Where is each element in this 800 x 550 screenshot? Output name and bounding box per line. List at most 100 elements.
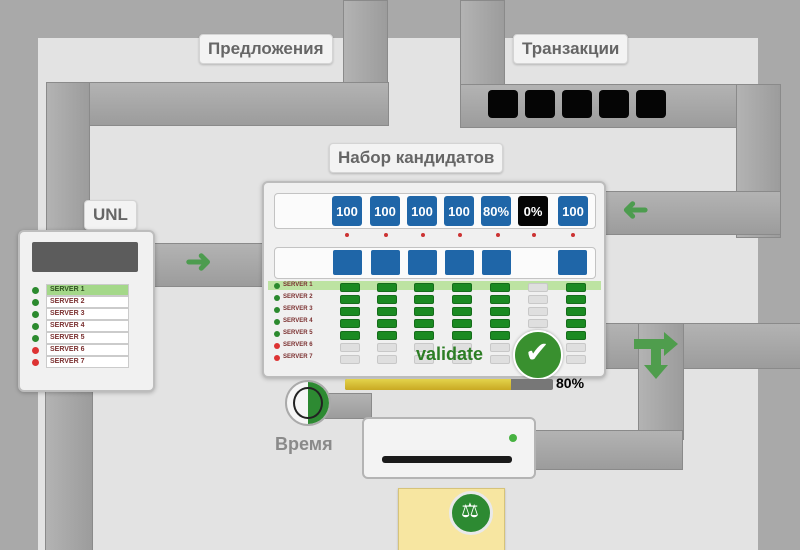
candidate-block [371, 250, 400, 275]
server-name: SERVER 7 [46, 356, 129, 368]
clock-icon [285, 380, 331, 426]
validation-bar-green [377, 283, 397, 292]
server-name: SERVER 6 [46, 344, 129, 356]
server-row: SERVER 2 [32, 296, 129, 308]
server-row: SERVER 1 [32, 284, 129, 296]
server-row: SERVER 4 [32, 320, 129, 332]
validation-bar-green [490, 283, 510, 292]
validation-bar-green [566, 283, 586, 292]
validation-bar-green [566, 307, 586, 316]
transactions-label: Транзакции [513, 34, 629, 64]
server-row: SERVER 5 [32, 332, 129, 344]
candidate-percent: 0% [518, 196, 548, 226]
validation-bar-empty [566, 355, 586, 364]
active-server-highlight [268, 281, 601, 290]
candidate-block [482, 250, 511, 275]
unl-screen [32, 242, 138, 272]
validation-bar-green [340, 283, 360, 292]
device-slot [382, 456, 512, 463]
validation-bar-empty [452, 343, 472, 352]
grid-status-dot [274, 295, 280, 301]
unl-panel: SERVER 1 SERVER 2 SERVER 3 SERVER 4 SERV… [18, 230, 155, 392]
validation-bar-empty [490, 355, 510, 364]
status-dot [458, 233, 462, 237]
validation-bar-empty [490, 343, 510, 352]
validation-bar-green [377, 307, 397, 316]
validation-bar-green [340, 319, 360, 328]
status-dot [532, 233, 536, 237]
progress-percent: 80% [556, 375, 585, 391]
candidate-set-label: Набор кандидатов [329, 143, 504, 173]
device-indicator [509, 434, 517, 442]
validation-bar-green [452, 295, 472, 304]
pipe-unl-down [45, 388, 93, 550]
status-dot [421, 233, 425, 237]
grid-server-name: SERVER 4 [283, 318, 313, 324]
grid-status-dot [274, 307, 280, 313]
validation-bar-green [566, 331, 586, 340]
validation-bar-empty [566, 343, 586, 352]
validation-bar-empty [414, 355, 434, 364]
server-list: SERVER 1 SERVER 2 SERVER 3 SERVER 4 SERV… [32, 284, 129, 368]
progress-fill [345, 379, 512, 390]
validation-bar-green [377, 295, 397, 304]
validation-bar-green [566, 295, 586, 304]
grid-server-name: SERVER 6 [283, 342, 313, 348]
grid-server-name: SERVER 5 [283, 330, 313, 336]
server-status-dot [32, 346, 39, 354]
validation-bar-empty [528, 307, 548, 316]
grid-status-dot [274, 355, 280, 361]
server-name: SERVER 2 [46, 296, 129, 308]
grid-server-name: SERVER 7 [283, 354, 313, 360]
server-name: SERVER 1 [46, 284, 129, 296]
validation-bar-green [566, 319, 586, 328]
validation-bar-empty [452, 355, 472, 364]
candidate-block [558, 250, 587, 275]
validation-bar-green [377, 331, 397, 340]
pipe-offers-horizontal [46, 82, 389, 126]
arrow-right-icon: ➜ [185, 243, 212, 279]
arrow-left-icon: ➜ [622, 191, 649, 227]
candidate-percent: 100 [444, 196, 474, 226]
grid-server-name: SERVER 1 [283, 282, 313, 288]
top-wall [0, 0, 800, 38]
validation-bar-green [452, 331, 472, 340]
validation-bar-green [490, 295, 510, 304]
candidate-percent: 100 [332, 196, 362, 226]
server-row: SERVER 6 [32, 344, 129, 356]
ledger-device [362, 417, 536, 479]
candidate-percent: 100 [558, 196, 588, 226]
transaction-block [599, 90, 629, 118]
validation-bar-green [490, 319, 510, 328]
validation-bar-green [414, 295, 434, 304]
transaction-block [562, 90, 592, 118]
validation-bar-green [452, 319, 472, 328]
server-row: SERVER 7 [32, 356, 129, 368]
server-name: SERVER 4 [46, 320, 129, 332]
candidate-percent: 80% [481, 196, 511, 226]
pipe-validate-right [597, 323, 800, 369]
offers-label: Предложения [199, 34, 333, 64]
validation-bar-green [414, 307, 434, 316]
candidate-block [333, 250, 362, 275]
validation-bar-green [377, 319, 397, 328]
validation-bar-empty [528, 283, 548, 292]
validation-bar-green [414, 283, 434, 292]
check-icon [513, 330, 563, 380]
unl-label: UNL [84, 200, 137, 230]
status-dot [571, 233, 575, 237]
validation-bar-green [490, 331, 510, 340]
server-row: SERVER 3 [32, 308, 129, 320]
grid-server-name: SERVER 2 [283, 294, 313, 300]
grid-status-dot [274, 319, 280, 325]
transaction-block [488, 90, 518, 118]
validation-bar-empty [528, 319, 548, 328]
time-label: Время [275, 434, 333, 454]
validation-bar-empty [377, 355, 397, 364]
progress-bar [345, 379, 553, 390]
transaction-block [525, 90, 555, 118]
transaction-block [636, 90, 666, 118]
validation-bar-empty [528, 295, 548, 304]
split-arrow-icon [631, 332, 678, 379]
